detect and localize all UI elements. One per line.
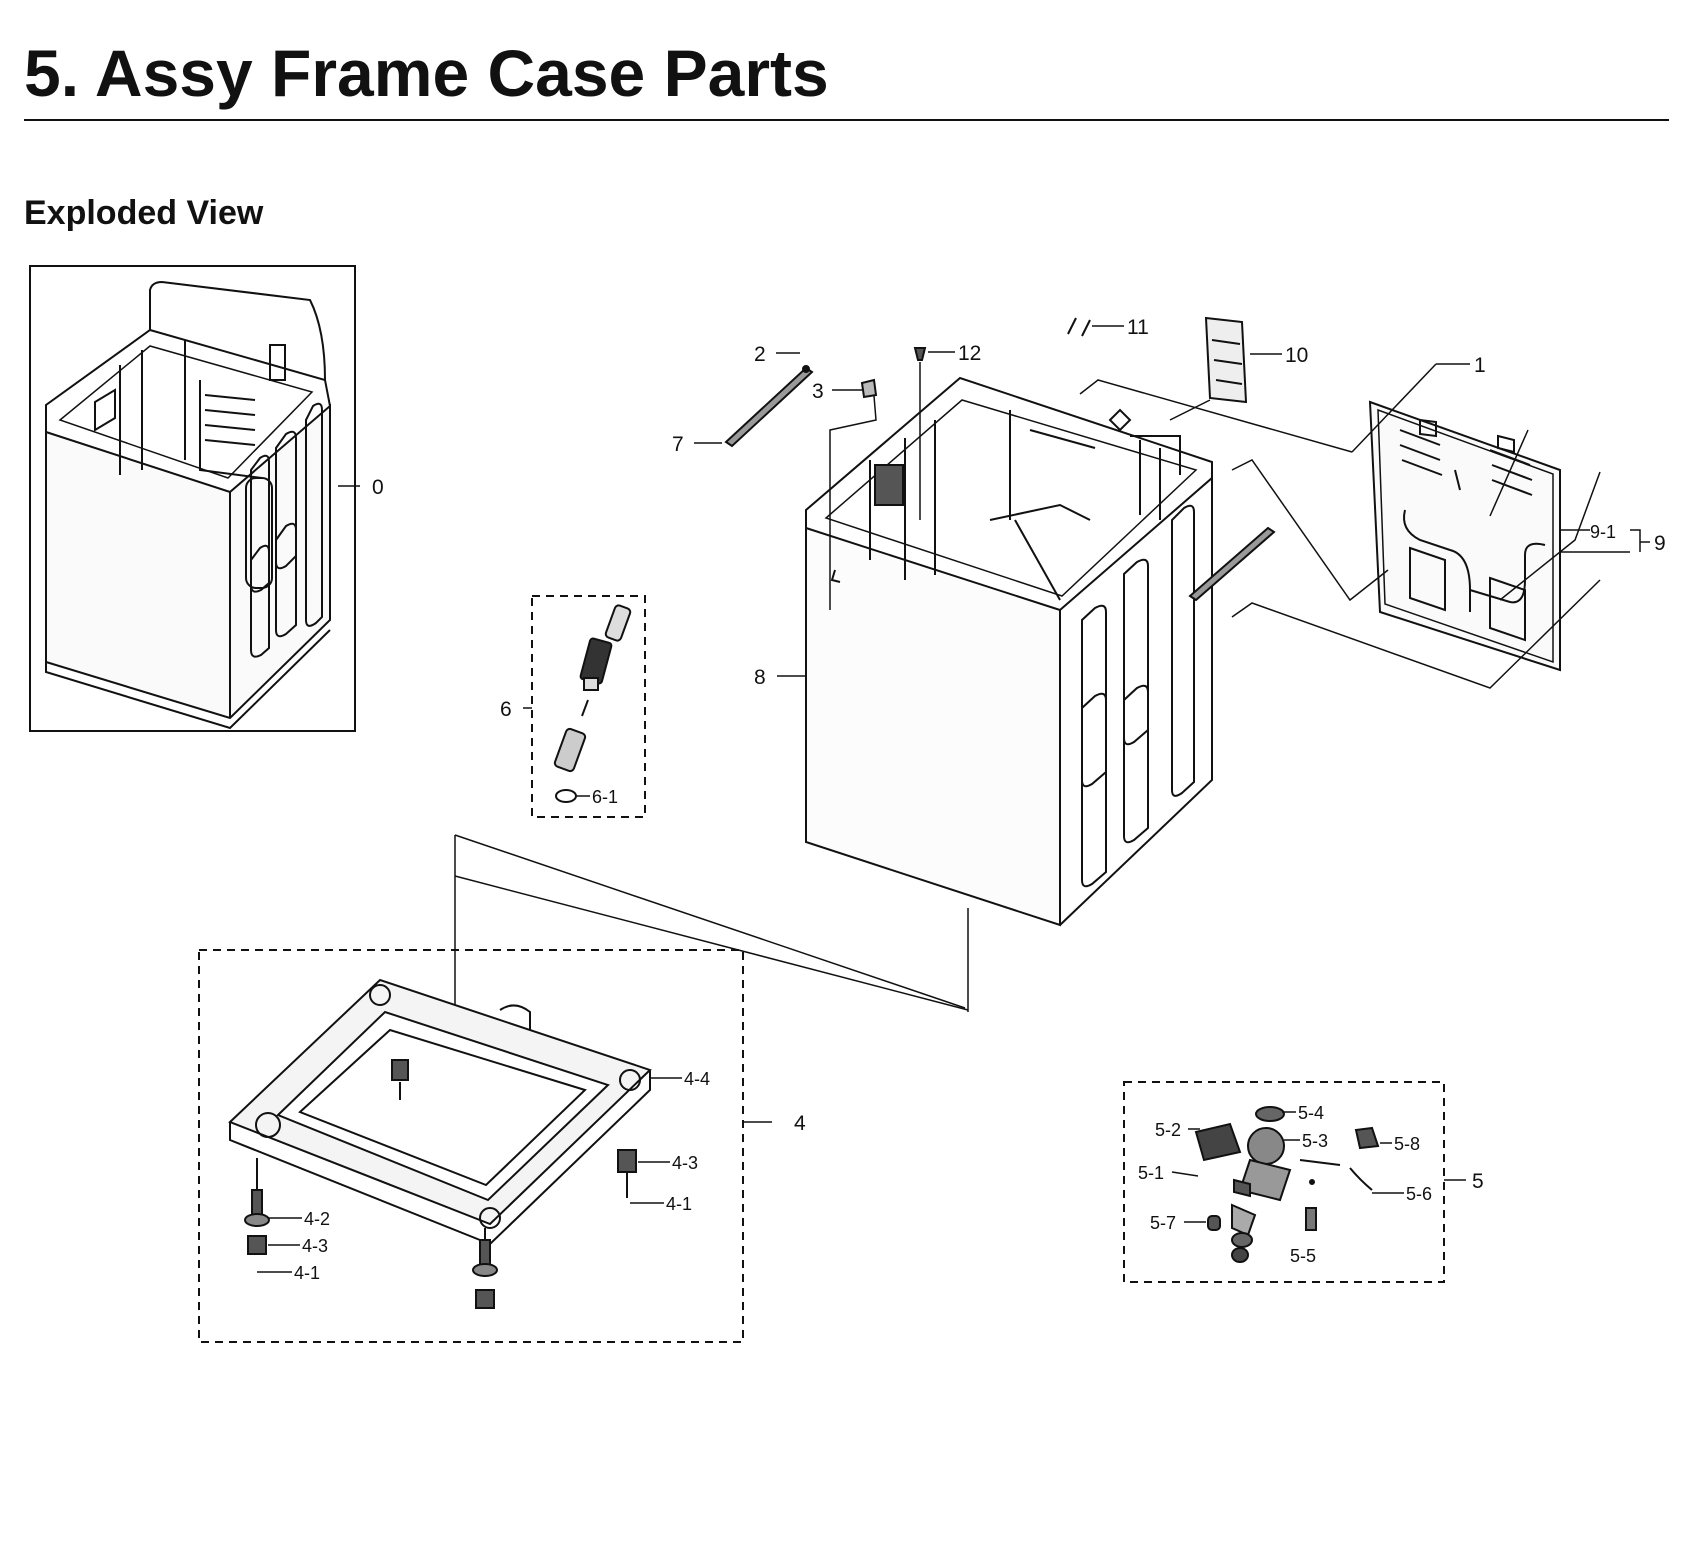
callout-4-1-left: 4-1 [294,1263,320,1283]
callout-2: 2 [754,343,766,366]
drain-pump-illustration [1194,1106,1380,1263]
callout-12: 12 [958,342,981,365]
callout-8: 8 [754,666,766,689]
screw-12-illustration [913,347,927,361]
leader-line-10-down [1169,399,1211,421]
callout-5-4: 5-4 [1298,1103,1324,1123]
rear-cover-leader-lines [1079,363,1650,689]
bracket-strip-illustration [724,365,814,448]
bracket-cover-10-illustration [1204,316,1248,404]
section-subtitle: Exploded View [24,194,264,232]
callout-11: 11 [1127,316,1149,339]
page-title: 5. Assy Frame Case Parts [24,36,829,110]
rear-cover-9-illustration [1368,400,1561,672]
side-bracket-illustration [1188,526,1276,602]
callout-6-1: 6-1 [592,787,618,807]
assembly-inset-box [29,265,356,732]
callout-3: 3 [812,380,824,403]
callout-5: 5 [1472,1170,1484,1193]
callout-5-5: 5-5 [1290,1246,1316,1266]
callout-4-2: 4-2 [304,1209,330,1229]
title-rule [24,119,1669,121]
leader-line-5-1 [1171,1171,1199,1177]
callout-6: 6 [500,698,512,721]
callout-4-3-right: 4-3 [672,1153,698,1173]
callout-4: 4 [794,1112,806,1135]
callout-4-3-left: 4-3 [302,1236,328,1256]
complete-cabinet-illustration [45,280,331,730]
callout-5-1: 5-1 [1138,1163,1164,1183]
callout-5-6: 5-6 [1406,1184,1432,1204]
clip-3-illustration [860,378,878,399]
callout-5-3: 5-3 [1302,1131,1328,1151]
base-frame-illustration [228,978,652,1246]
callout-7: 7 [672,433,684,456]
leveling-feet-illustration [244,1059,637,1309]
callout-9-1: 9-1 [1590,522,1616,542]
callout-0: 0 [372,476,384,499]
part-6-dashed-box [531,595,646,818]
callout-5-2: 5-2 [1155,1120,1181,1140]
callout-10: 10 [1285,344,1308,367]
callout-5-7: 5-7 [1150,1213,1176,1233]
frame-case-illustration [805,376,1213,927]
callout-9: 9 [1654,532,1666,555]
callout-4-1-right: 4-1 [666,1194,692,1214]
callout-5-8: 5-8 [1394,1134,1420,1154]
leader-line-3-path [829,395,877,610]
callout-4-4: 4-4 [684,1069,710,1089]
part-5-dashed-box [1123,1081,1445,1283]
callout-1: 1 [1474,354,1486,377]
drain-hose-assy-illustration [553,604,632,803]
part-4-dashed-box [198,949,744,1343]
springs-11-illustration [1067,317,1091,337]
